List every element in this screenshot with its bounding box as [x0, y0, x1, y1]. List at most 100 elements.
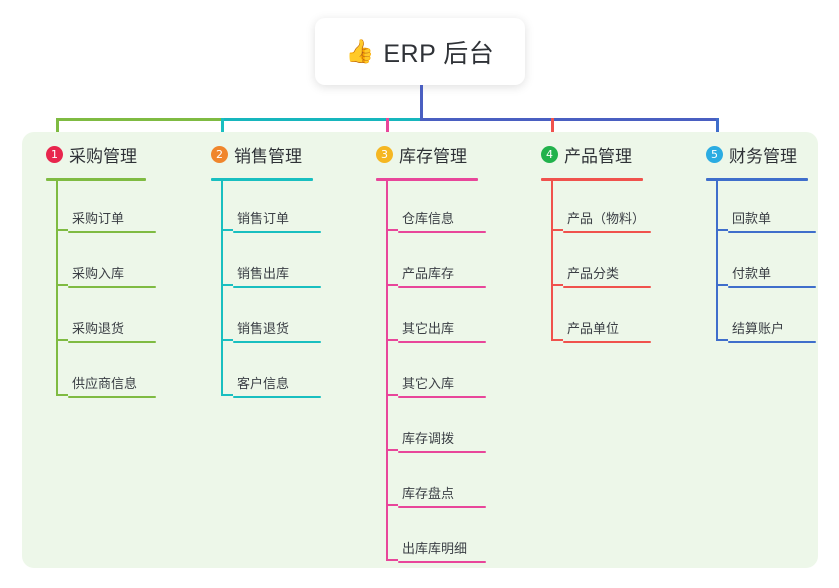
leaf-node[interactable]: 产品分类	[563, 263, 651, 288]
root-stem	[420, 85, 423, 121]
leaf-connector	[716, 284, 728, 286]
leaf-node[interactable]: 库存调拨	[398, 428, 486, 453]
branches-panel	[22, 132, 818, 568]
trunk-segment-green	[56, 118, 224, 121]
branch-header-1[interactable]: 1 采购管理	[46, 142, 137, 167]
thumbs-up-icon: 👍	[345, 38, 375, 64]
leaf-underline	[68, 396, 156, 398]
branch-badge-3: 3	[376, 146, 393, 163]
branch-underline-1	[46, 178, 146, 181]
leaf-underline	[728, 341, 816, 343]
branch-header-4[interactable]: 4 产品管理	[541, 142, 632, 167]
branch-spine-3	[386, 178, 388, 559]
leaf-connector	[221, 339, 233, 341]
leaf-connector	[56, 229, 68, 231]
branch-title-2: 销售管理	[234, 147, 302, 166]
leaf-connector	[56, 284, 68, 286]
leaf-underline	[563, 286, 651, 288]
leaf-node[interactable]: 结算账户	[728, 318, 816, 343]
leaf-underline	[398, 561, 486, 563]
leaf-node[interactable]: 产品库存	[398, 263, 486, 288]
leaf-connector	[221, 284, 233, 286]
branch-spine-2	[221, 178, 223, 394]
leaf-connector	[221, 229, 233, 231]
leaf-connector	[716, 229, 728, 231]
leaf-node[interactable]: 采购订单	[68, 208, 156, 233]
trunk-segment-blue	[420, 118, 719, 121]
leaf-connector	[551, 229, 563, 231]
leaf-underline	[398, 396, 486, 398]
root-node-content: 👍 ERP 后台	[346, 34, 495, 70]
leaf-connector	[56, 394, 68, 396]
leaf-node[interactable]: 付款单	[728, 263, 816, 288]
leaf-node[interactable]: 销售订单	[233, 208, 321, 233]
leaf-connector	[551, 284, 563, 286]
leaf-label: 库存盘点	[402, 486, 455, 501]
branch-badge-1: 1	[46, 146, 63, 163]
leaf-connector	[716, 339, 728, 341]
leaf-label: 回款单	[732, 211, 772, 226]
leaf-label: 采购订单	[72, 211, 125, 226]
leaf-underline	[233, 396, 321, 398]
leaf-connector	[221, 394, 233, 396]
leaf-underline	[398, 451, 486, 453]
leaf-connector	[386, 229, 398, 231]
leaf-node[interactable]: 其它入库	[398, 373, 486, 398]
branch-underline-2	[211, 178, 313, 181]
root-node-card[interactable]: 👍 ERP 后台	[315, 18, 525, 85]
leaf-underline	[233, 231, 321, 233]
leaf-underline	[563, 231, 651, 233]
branch-title-5: 财务管理	[729, 147, 797, 166]
leaf-label: 结算账户	[732, 321, 785, 336]
leaf-connector	[386, 339, 398, 341]
leaf-node[interactable]: 客户信息	[233, 373, 321, 398]
leaf-label: 产品库存	[402, 266, 455, 281]
leaf-node[interactable]: 销售退货	[233, 318, 321, 343]
branch-header-3[interactable]: 3 库存管理	[376, 142, 467, 167]
branch-underline-3	[376, 178, 478, 181]
branch-title-3: 库存管理	[399, 147, 467, 166]
leaf-node[interactable]: 采购入库	[68, 263, 156, 288]
leaf-node[interactable]: 仓库信息	[398, 208, 486, 233]
leaf-node[interactable]: 回款单	[728, 208, 816, 233]
leaf-label: 付款单	[732, 266, 772, 281]
leaf-connector	[56, 339, 68, 341]
branch-title-1: 采购管理	[69, 147, 137, 166]
leaf-node[interactable]: 供应商信息	[68, 373, 156, 398]
leaf-underline	[398, 341, 486, 343]
leaf-node[interactable]: 产品单位	[563, 318, 651, 343]
leaf-underline	[233, 341, 321, 343]
leaf-label: 销售订单	[237, 211, 290, 226]
leaf-label: 其它出库	[402, 321, 455, 336]
leaf-connector	[386, 559, 398, 561]
leaf-underline	[398, 506, 486, 508]
leaf-node[interactable]: 其它出库	[398, 318, 486, 343]
leaf-node[interactable]: 库存盘点	[398, 483, 486, 508]
leaf-node[interactable]: 出库库明细	[398, 538, 486, 563]
leaf-underline	[398, 231, 486, 233]
leaf-label: 产品（物料）	[567, 211, 646, 226]
leaf-connector	[386, 504, 398, 506]
branch-spine-4	[551, 178, 553, 339]
leaf-node[interactable]: 采购退货	[68, 318, 156, 343]
leaf-label: 其它入库	[402, 376, 455, 391]
leaf-connector	[386, 449, 398, 451]
branch-badge-4: 4	[541, 146, 558, 163]
leaf-connector	[386, 394, 398, 396]
root-node-title: ERP 后台	[383, 39, 495, 68]
leaf-underline	[68, 231, 156, 233]
leaf-label: 采购退货	[72, 321, 125, 336]
leaf-connector	[386, 284, 398, 286]
leaf-label: 仓库信息	[402, 211, 455, 226]
leaf-label: 采购入库	[72, 266, 125, 281]
branch-underline-5	[706, 178, 808, 181]
leaf-label: 销售退货	[237, 321, 290, 336]
leaf-label: 产品单位	[567, 321, 620, 336]
leaf-node[interactable]: 销售出库	[233, 263, 321, 288]
leaf-connector	[551, 339, 563, 341]
branch-title-4: 产品管理	[564, 147, 632, 166]
leaf-underline	[398, 286, 486, 288]
leaf-node[interactable]: 产品（物料）	[563, 208, 651, 233]
